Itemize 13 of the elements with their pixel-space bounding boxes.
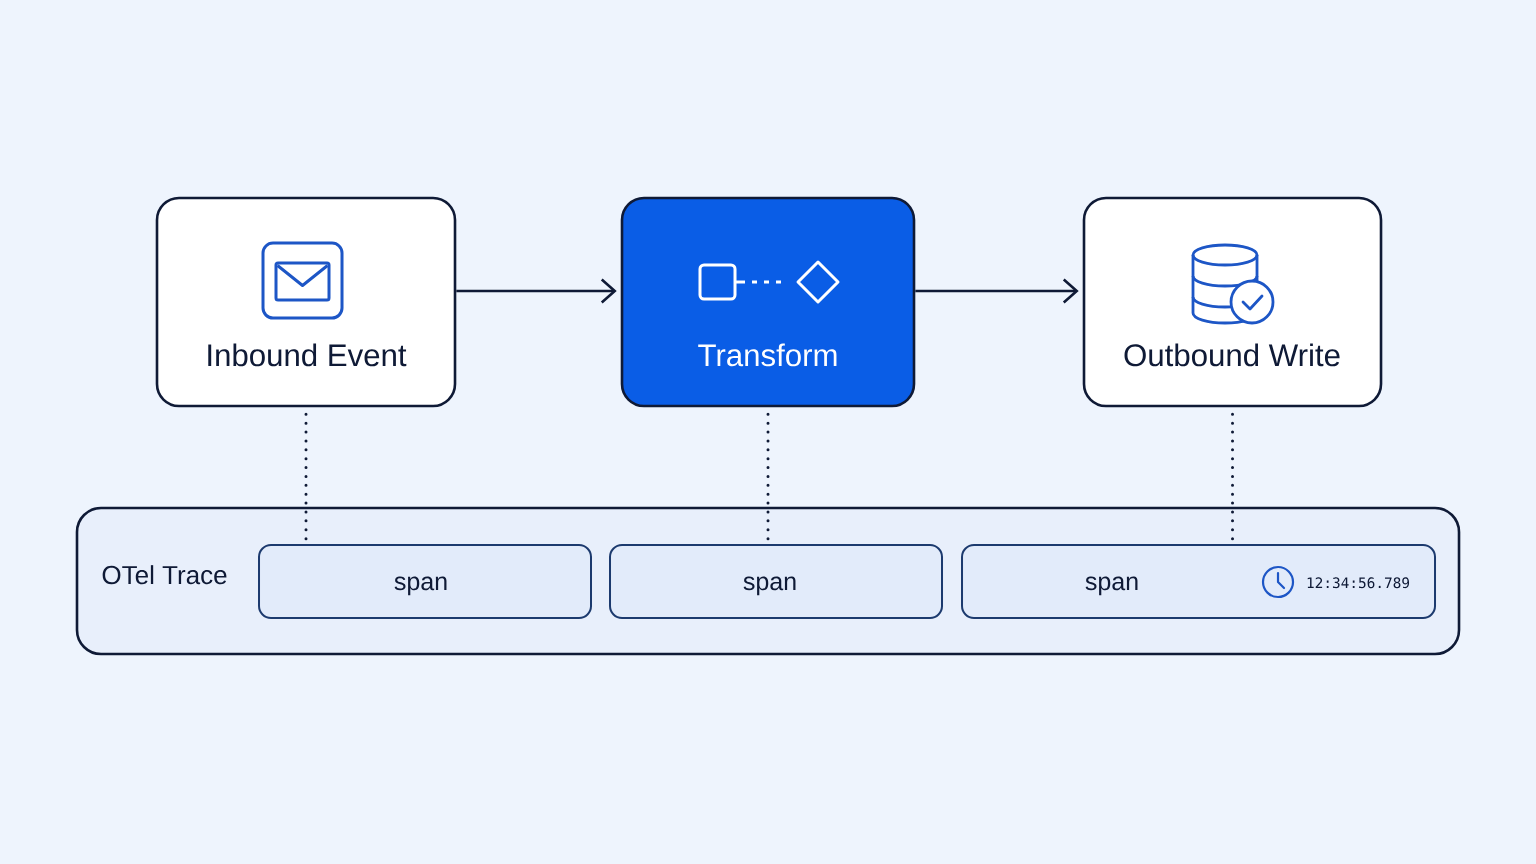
arrow xyxy=(915,278,1079,304)
span-box: span xyxy=(258,544,592,619)
node-label: span xyxy=(1085,576,1138,596)
span-box: span xyxy=(609,544,943,619)
arrow xyxy=(456,278,617,304)
process-box: Outbound Write xyxy=(1082,196,1383,408)
dotted-line xyxy=(1231,412,1234,541)
dotted-line xyxy=(304,412,308,541)
dotted-line xyxy=(766,412,770,541)
process-box: Transform xyxy=(620,196,916,408)
process-box: Inbound Event xyxy=(155,196,457,408)
node-label: 12:34:56.789 xyxy=(1307,577,1410,589)
span-box: span 12:34:56.789 xyxy=(961,544,1436,619)
